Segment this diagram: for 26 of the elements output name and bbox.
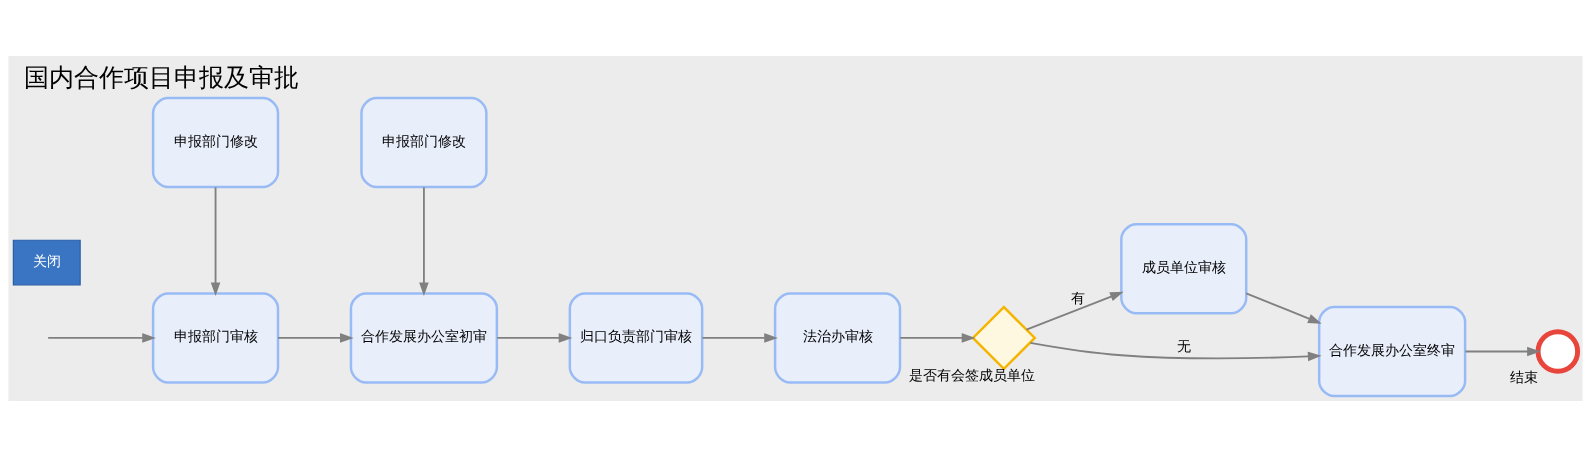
arrow (701, 332, 778, 343)
node-box: 申报部门审核 (151, 291, 280, 384)
edge-label: 有 (1071, 289, 1086, 306)
label: 关闭 (32, 252, 61, 269)
node-box: 合作发展办公室终审 (1317, 305, 1467, 397)
arrow (419, 185, 429, 296)
arrow (496, 332, 573, 343)
node-box: 成员单位审核 (1120, 222, 1248, 314)
node-box: 申报部门修改 (151, 96, 280, 188)
node-circle (1535, 328, 1581, 374)
diagram-title: 国内合作项目申报及审批 (23, 62, 299, 92)
arrow (47, 332, 156, 343)
edge-label: 无 (1176, 337, 1191, 354)
arrow (1245, 291, 1322, 324)
arrow (1464, 346, 1541, 356)
node-label: 是否有会签成员单位 (908, 366, 1035, 383)
node-box: 申报部门修改 (360, 96, 488, 188)
node-label: 结束 (1509, 368, 1538, 385)
arrow (1029, 341, 1322, 361)
arrow (899, 332, 976, 343)
node-box: 法治办审核 (773, 291, 902, 384)
node-box: 合作发展办公室初审 (349, 291, 499, 384)
node-box: 归口负责部门审核 (568, 291, 704, 384)
arrow (1025, 291, 1124, 330)
arrow (210, 185, 221, 296)
arrow (277, 332, 354, 343)
